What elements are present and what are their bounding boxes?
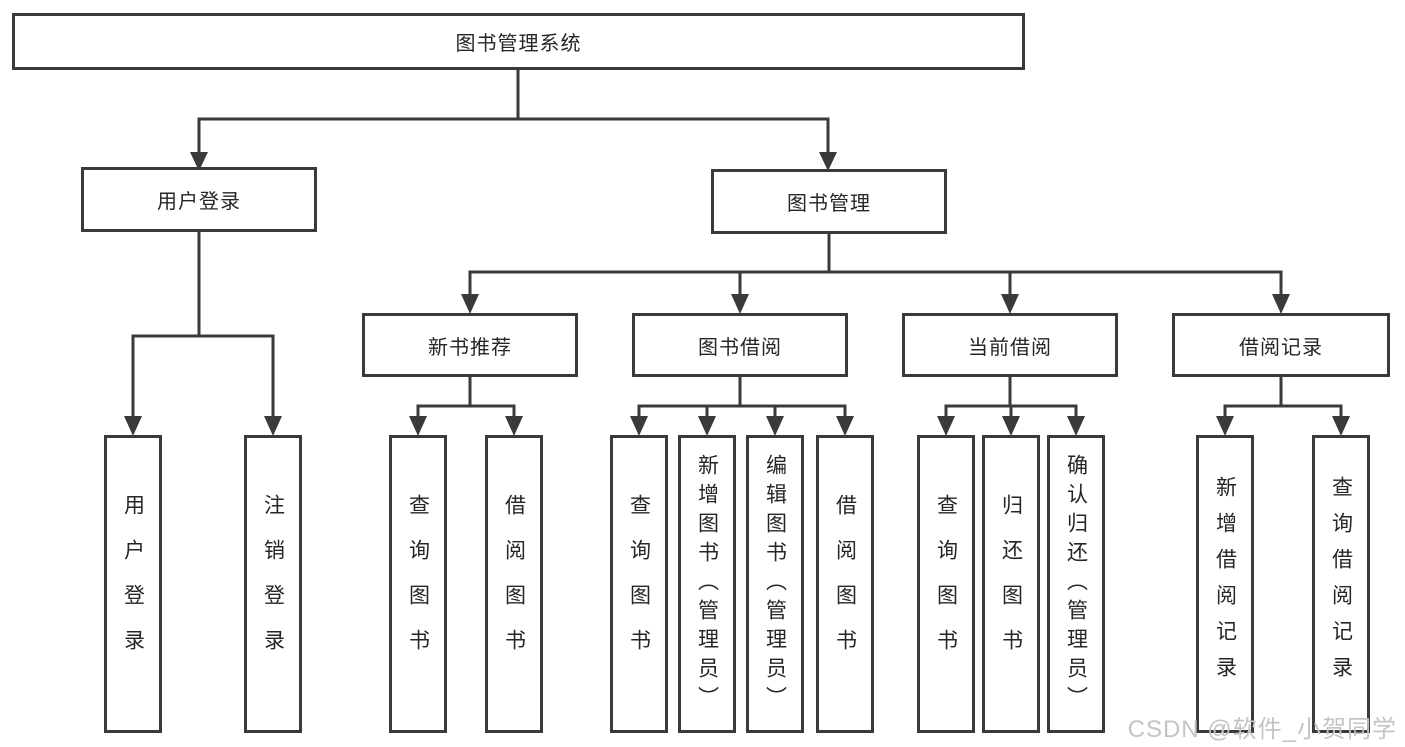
leaf-confirm-return-admin: 确认归还（管理员） — [1047, 435, 1105, 733]
leaf-label: 查询借阅记录 — [1329, 476, 1353, 692]
leaf-label: 查询图书 — [934, 494, 958, 674]
leaf-label: 借阅图书 — [833, 494, 857, 674]
leaf-borrow-books: 借阅图书 — [816, 435, 874, 733]
node-label: 图书借阅 — [698, 336, 782, 359]
leaf-user-login: 用户登录 — [104, 435, 162, 733]
leaf-add-borrow-record: 新增借阅记录 — [1196, 435, 1254, 733]
leaf-label: 查询图书 — [406, 494, 430, 674]
leaf-add-book-admin: 新增图书（管理员） — [678, 435, 736, 733]
node-label: 图书管理系统 — [455, 33, 582, 55]
leaf-label: 归还图书 — [999, 494, 1023, 674]
node-book-borrowing: 图书借阅 — [632, 313, 848, 377]
node-label: 新书推荐 — [428, 336, 512, 359]
node-library-management-system: 图书管理系统 — [12, 13, 1025, 70]
leaf-query-books-current: 查询图书 — [917, 435, 975, 733]
node-borrowing-records: 借阅记录 — [1172, 313, 1390, 377]
leaf-borrow-books-recommend: 借阅图书 — [485, 435, 543, 733]
leaf-label: 新增图书（管理员） — [695, 453, 719, 715]
leaf-label: 注销登录 — [261, 494, 285, 674]
leaf-label: 查询图书 — [627, 494, 651, 674]
node-current-borrowing: 当前借阅 — [902, 313, 1118, 377]
leaf-query-books-recommend: 查询图书 — [389, 435, 447, 733]
node-label: 借阅记录 — [1239, 336, 1323, 359]
arrowhead-icons — [124, 152, 1350, 436]
csdn-watermark: CSDN @软件_小贺同学 — [1127, 716, 1397, 743]
leaf-query-books-borrow: 查询图书 — [610, 435, 668, 733]
node-label: 图书管理 — [787, 193, 871, 215]
leaf-label: 新增借阅记录 — [1213, 476, 1237, 692]
leaf-label: 确认归还（管理员） — [1064, 453, 1088, 715]
leaf-query-borrow-record: 查询借阅记录 — [1312, 435, 1370, 733]
leaf-logout: 注销登录 — [244, 435, 302, 733]
node-label: 用户登录 — [157, 191, 241, 213]
leaf-label: 借阅图书 — [502, 494, 526, 674]
node-user-login: 用户登录 — [81, 167, 317, 232]
leaf-label: 用户登录 — [121, 494, 145, 674]
leaf-edit-book-admin: 编辑图书（管理员） — [746, 435, 804, 733]
node-label: 当前借阅 — [968, 336, 1052, 359]
leaf-label: 编辑图书（管理员） — [763, 453, 787, 715]
node-book-management: 图书管理 — [711, 169, 947, 234]
node-new-book-recommendation: 新书推荐 — [362, 313, 578, 377]
leaf-return-book: 归还图书 — [982, 435, 1040, 733]
